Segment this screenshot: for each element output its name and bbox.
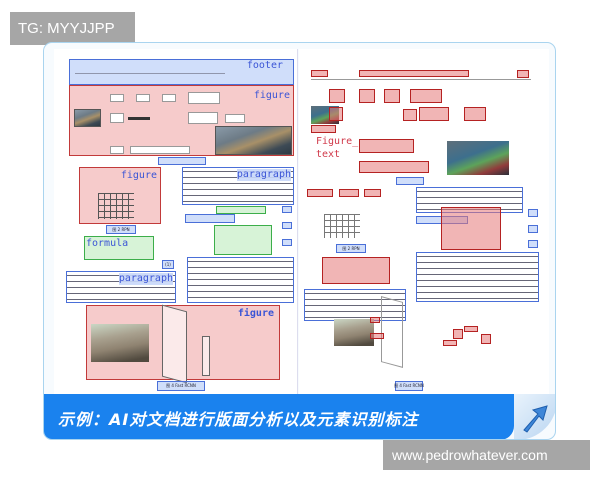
diagram-box <box>384 89 400 103</box>
paragraph-label: paragraph <box>118 273 173 285</box>
formula-box <box>441 207 501 250</box>
left-page: footer figure figure 图 2 RPN formula (1)… <box>54 49 297 394</box>
equation-number <box>282 206 292 213</box>
car-image-large <box>215 126 292 155</box>
car-image <box>74 109 101 127</box>
formula-box <box>322 257 390 284</box>
arrow-logo-icon <box>523 405 548 433</box>
header-box <box>311 70 328 77</box>
diagram-block <box>110 146 124 154</box>
grid-diagram <box>324 214 360 238</box>
diagram-box <box>311 125 336 133</box>
formula-region <box>216 206 266 214</box>
header-text <box>75 70 225 74</box>
diagram-box <box>370 333 384 339</box>
formula-label: formula <box>86 238 129 249</box>
equation-number: (1) <box>162 260 174 269</box>
caption-fast-rcnn: 图 4 Fast RCNN <box>157 381 205 391</box>
diagram-box <box>364 189 381 197</box>
car-image <box>334 319 374 346</box>
figure-region-bottom: figure <box>86 304 280 384</box>
banner-text: 示例：AI对文档进行版面分析以及元素识别标注 <box>58 410 419 429</box>
diagram-box <box>453 329 463 339</box>
figure-region-rpn: figure <box>79 167 161 224</box>
header-box <box>517 70 529 78</box>
figure-caption <box>158 157 206 165</box>
equation-number <box>528 240 538 248</box>
diagram-block <box>162 94 176 102</box>
formula-region: formula <box>84 236 154 260</box>
diagram-box <box>464 107 486 121</box>
paragraph-region <box>187 257 294 303</box>
diagram-box <box>370 317 380 323</box>
cnn-layer <box>381 296 403 368</box>
diagram-block <box>188 112 218 124</box>
figure-label: figure <box>120 170 157 181</box>
diagram-box <box>443 340 457 346</box>
diagram-block <box>225 114 245 123</box>
section-heading <box>185 214 235 223</box>
example-frame: footer figure figure 图 2 RPN formula (1)… <box>43 42 556 440</box>
figure-label: figure <box>253 90 290 101</box>
paragraph-region-left: paragraph <box>66 271 176 303</box>
diagram-block <box>188 92 220 104</box>
diagram-block <box>110 113 124 123</box>
equation-number <box>528 209 538 217</box>
caption-rpn: 图 2 RPN <box>106 225 136 234</box>
diagram-box <box>481 334 491 344</box>
cnn-layer <box>162 304 187 384</box>
right-page: Figure_ text 图 2 RPN 图 4 Fast RCNN <box>299 49 549 394</box>
diagram-box <box>419 107 449 121</box>
equation-number <box>282 222 292 229</box>
diagram-box <box>339 189 359 197</box>
figure-region-top: figure <box>69 85 294 156</box>
footer-region: footer <box>69 59 294 85</box>
caption-fast-rcnn: 图 4 Fast RCNN <box>394 381 424 391</box>
paragraph-label: paragraph <box>236 169 291 181</box>
grid-diagram <box>98 193 134 219</box>
car-image <box>91 324 149 362</box>
diagram-box <box>307 189 333 197</box>
diagram-box <box>359 139 414 153</box>
diagram-block <box>130 146 190 154</box>
footer-label: footer <box>246 60 283 71</box>
diagram-box <box>329 107 343 121</box>
diagram-box <box>359 161 429 173</box>
watermark-top: TG: MYYJJPP <box>10 12 135 45</box>
watermark-bottom: www.pedrowhatever.com <box>383 440 590 470</box>
corner-decoration <box>514 394 555 439</box>
caption-rpn: 图 2 RPN <box>336 244 366 253</box>
paragraph-region-right: paragraph <box>182 167 294 205</box>
equation-number <box>282 239 292 246</box>
formula-region <box>214 225 272 255</box>
caption-banner: 示例：AI对文档进行版面分析以及元素识别标注 <box>44 394 514 439</box>
equation-number <box>528 225 538 233</box>
page-divider <box>297 49 298 394</box>
diagram-box <box>403 109 417 121</box>
figure-caption <box>396 177 424 185</box>
diagram-block <box>136 94 150 102</box>
diagram-box <box>410 89 442 103</box>
diagram-block <box>110 94 124 102</box>
cnn-layer <box>202 336 210 376</box>
car-image-large <box>447 141 509 175</box>
diagram-box <box>359 89 375 103</box>
header-rule <box>311 79 531 80</box>
diagram-box <box>329 89 345 103</box>
diagram-box <box>464 326 478 332</box>
feature-bar <box>128 117 150 120</box>
figure-text-label: Figure_ text <box>316 136 359 160</box>
paragraph-region <box>416 252 539 302</box>
figure-label: figure <box>237 308 274 319</box>
header-box <box>359 70 469 77</box>
